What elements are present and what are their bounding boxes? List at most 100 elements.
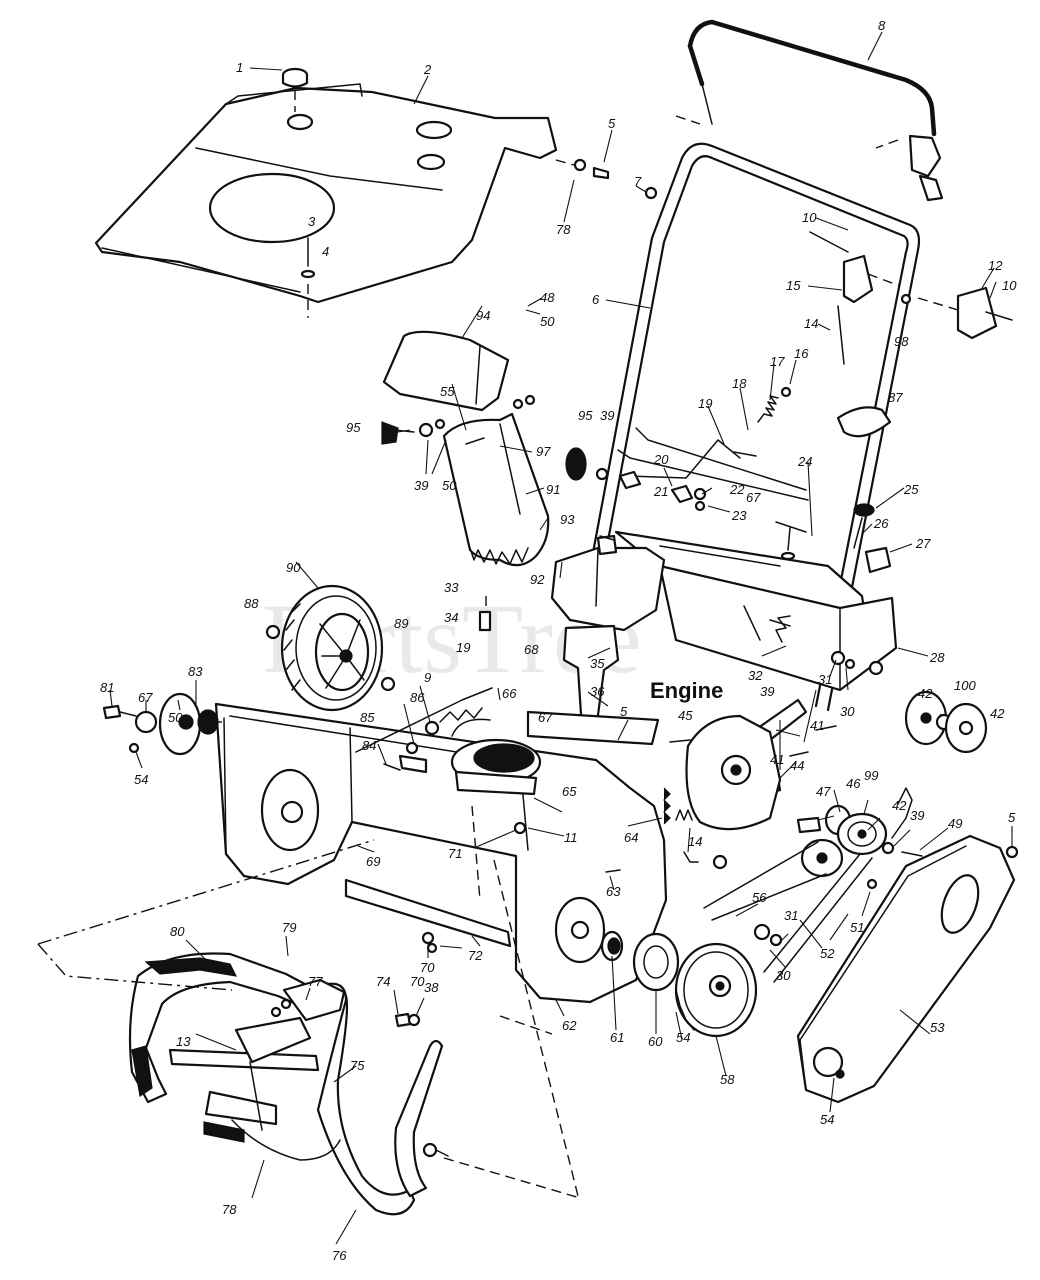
callout-90: 90 — [286, 560, 301, 575]
callout-33: 33 — [444, 580, 459, 595]
shift-rod-part-19 — [618, 439, 757, 512]
callout-66: 66 — [502, 686, 517, 701]
cable-part-66 — [355, 687, 493, 774]
callout-5-mid: 5 — [620, 704, 628, 719]
callout-3: 3 — [308, 214, 316, 229]
key-part — [775, 521, 807, 561]
top-cover-part-2 — [94, 83, 558, 304]
callout-94: 94 — [476, 308, 490, 323]
callout-93: 93 — [560, 512, 575, 527]
callout-22: 22 — [729, 482, 745, 497]
pulley-part-58 — [674, 942, 758, 1038]
chute-knob-part-95 — [565, 447, 609, 481]
bolt-part-5-top — [555, 158, 610, 180]
callout-99: 99 — [864, 768, 878, 783]
callout-95-left: 95 — [346, 420, 361, 435]
callout-1: 1 — [236, 60, 243, 75]
callout-42-left: 42 — [918, 686, 933, 701]
callout-74: 74 — [376, 974, 390, 989]
callout-64: 64 — [624, 830, 638, 845]
callout-62: 62 — [562, 1018, 577, 1033]
callout-12: 12 — [988, 258, 1003, 273]
callout-61: 61 — [610, 1030, 624, 1045]
callout-42-right: 42 — [990, 706, 1005, 721]
callout-5-right: 5 — [1008, 810, 1016, 825]
callout-26: 26 — [873, 516, 889, 531]
callout-6: 6 — [592, 292, 600, 307]
callout-28: 28 — [929, 650, 945, 665]
callout-67-top: 67 — [746, 490, 761, 505]
callout-76: 76 — [332, 1248, 347, 1263]
callout-100: 100 — [954, 678, 976, 693]
callout-83: 83 — [188, 664, 203, 679]
callout-4: 4 — [322, 244, 329, 259]
screw-part-3 — [300, 237, 316, 318]
callout-58: 58 — [720, 1072, 735, 1087]
callout-46: 46 — [846, 776, 861, 791]
auger-housing-part-62 — [214, 702, 668, 1004]
callout-19-mid: 19 — [456, 640, 470, 655]
callout-52: 52 — [820, 946, 835, 961]
callout-5-top: 5 — [608, 116, 616, 131]
callout-67-mid: 67 — [538, 710, 553, 725]
spring-part-17 — [757, 386, 792, 423]
callout-75: 75 — [350, 1058, 365, 1073]
callout-49: 49 — [948, 816, 962, 831]
callout-18: 18 — [732, 376, 747, 391]
callout-36: 36 — [590, 684, 605, 699]
callout-54-left: 54 — [134, 772, 148, 787]
callout-70-mid: 70 — [420, 960, 435, 975]
bolt-part-84 — [383, 763, 401, 771]
callout-20: 20 — [653, 452, 669, 467]
callout-13: 13 — [176, 1034, 191, 1049]
callout-72: 72 — [468, 948, 483, 963]
spring-part-64 — [605, 787, 699, 873]
callout-68: 68 — [524, 642, 539, 657]
callout-19-top: 19 — [698, 396, 712, 411]
nut-part-88 — [265, 624, 281, 640]
callout-54-right: 54 — [820, 1112, 834, 1127]
callout-34: 34 — [444, 610, 458, 625]
shift-bracket-part-15 — [809, 231, 901, 365]
callout-89: 89 — [394, 616, 408, 631]
callout-38: 38 — [424, 980, 439, 995]
bolt-part-74 — [394, 931, 438, 1028]
callout-86: 86 — [410, 690, 425, 705]
callout-39-left: 39 — [414, 478, 428, 493]
callout-51: 51 — [850, 920, 864, 935]
callout-41-bottom: 41 — [770, 752, 784, 767]
wheel-part-90 — [280, 584, 384, 712]
callout-88: 88 — [244, 596, 259, 611]
callout-30-bottom: 30 — [776, 968, 791, 983]
callout-23: 23 — [731, 508, 747, 523]
callout-56: 56 — [752, 890, 767, 905]
callout-45: 45 — [678, 708, 693, 723]
handle-grip-part-8 — [675, 19, 944, 202]
callout-78-bottom: 78 — [222, 1202, 237, 1217]
callout-24: 24 — [797, 454, 812, 469]
knob-part-12 — [900, 286, 1013, 340]
engine-mount-part-36 — [526, 624, 660, 746]
callout-14-top: 14 — [804, 316, 818, 331]
callout-95-right: 95 — [578, 408, 593, 423]
callout-9: 9 — [424, 670, 431, 685]
callout-79: 79 — [282, 920, 296, 935]
washer-part-31-top — [830, 650, 856, 670]
callout-labels: 1 2 3 4 5 7 78 8 6 10 12 10 15 14 98 16 … — [100, 18, 1017, 1263]
callout-32: 32 — [748, 668, 763, 683]
callout-16: 16 — [794, 346, 809, 361]
callout-84: 84 — [362, 738, 376, 753]
callout-42-mid: 42 — [892, 798, 907, 813]
belt-cover-part-53 — [796, 834, 1019, 1104]
callout-69: 69 — [366, 854, 380, 869]
callout-55: 55 — [440, 384, 455, 399]
callout-21: 21 — [653, 484, 668, 499]
knob-part-1 — [281, 67, 309, 112]
callout-31-bottom: 31 — [784, 908, 798, 923]
callout-77: 77 — [308, 974, 323, 989]
washer-part-14 — [712, 854, 728, 870]
callout-31-top: 31 — [818, 672, 832, 687]
callout-8: 8 — [878, 18, 886, 33]
callout-39-right: 39 — [600, 408, 614, 423]
